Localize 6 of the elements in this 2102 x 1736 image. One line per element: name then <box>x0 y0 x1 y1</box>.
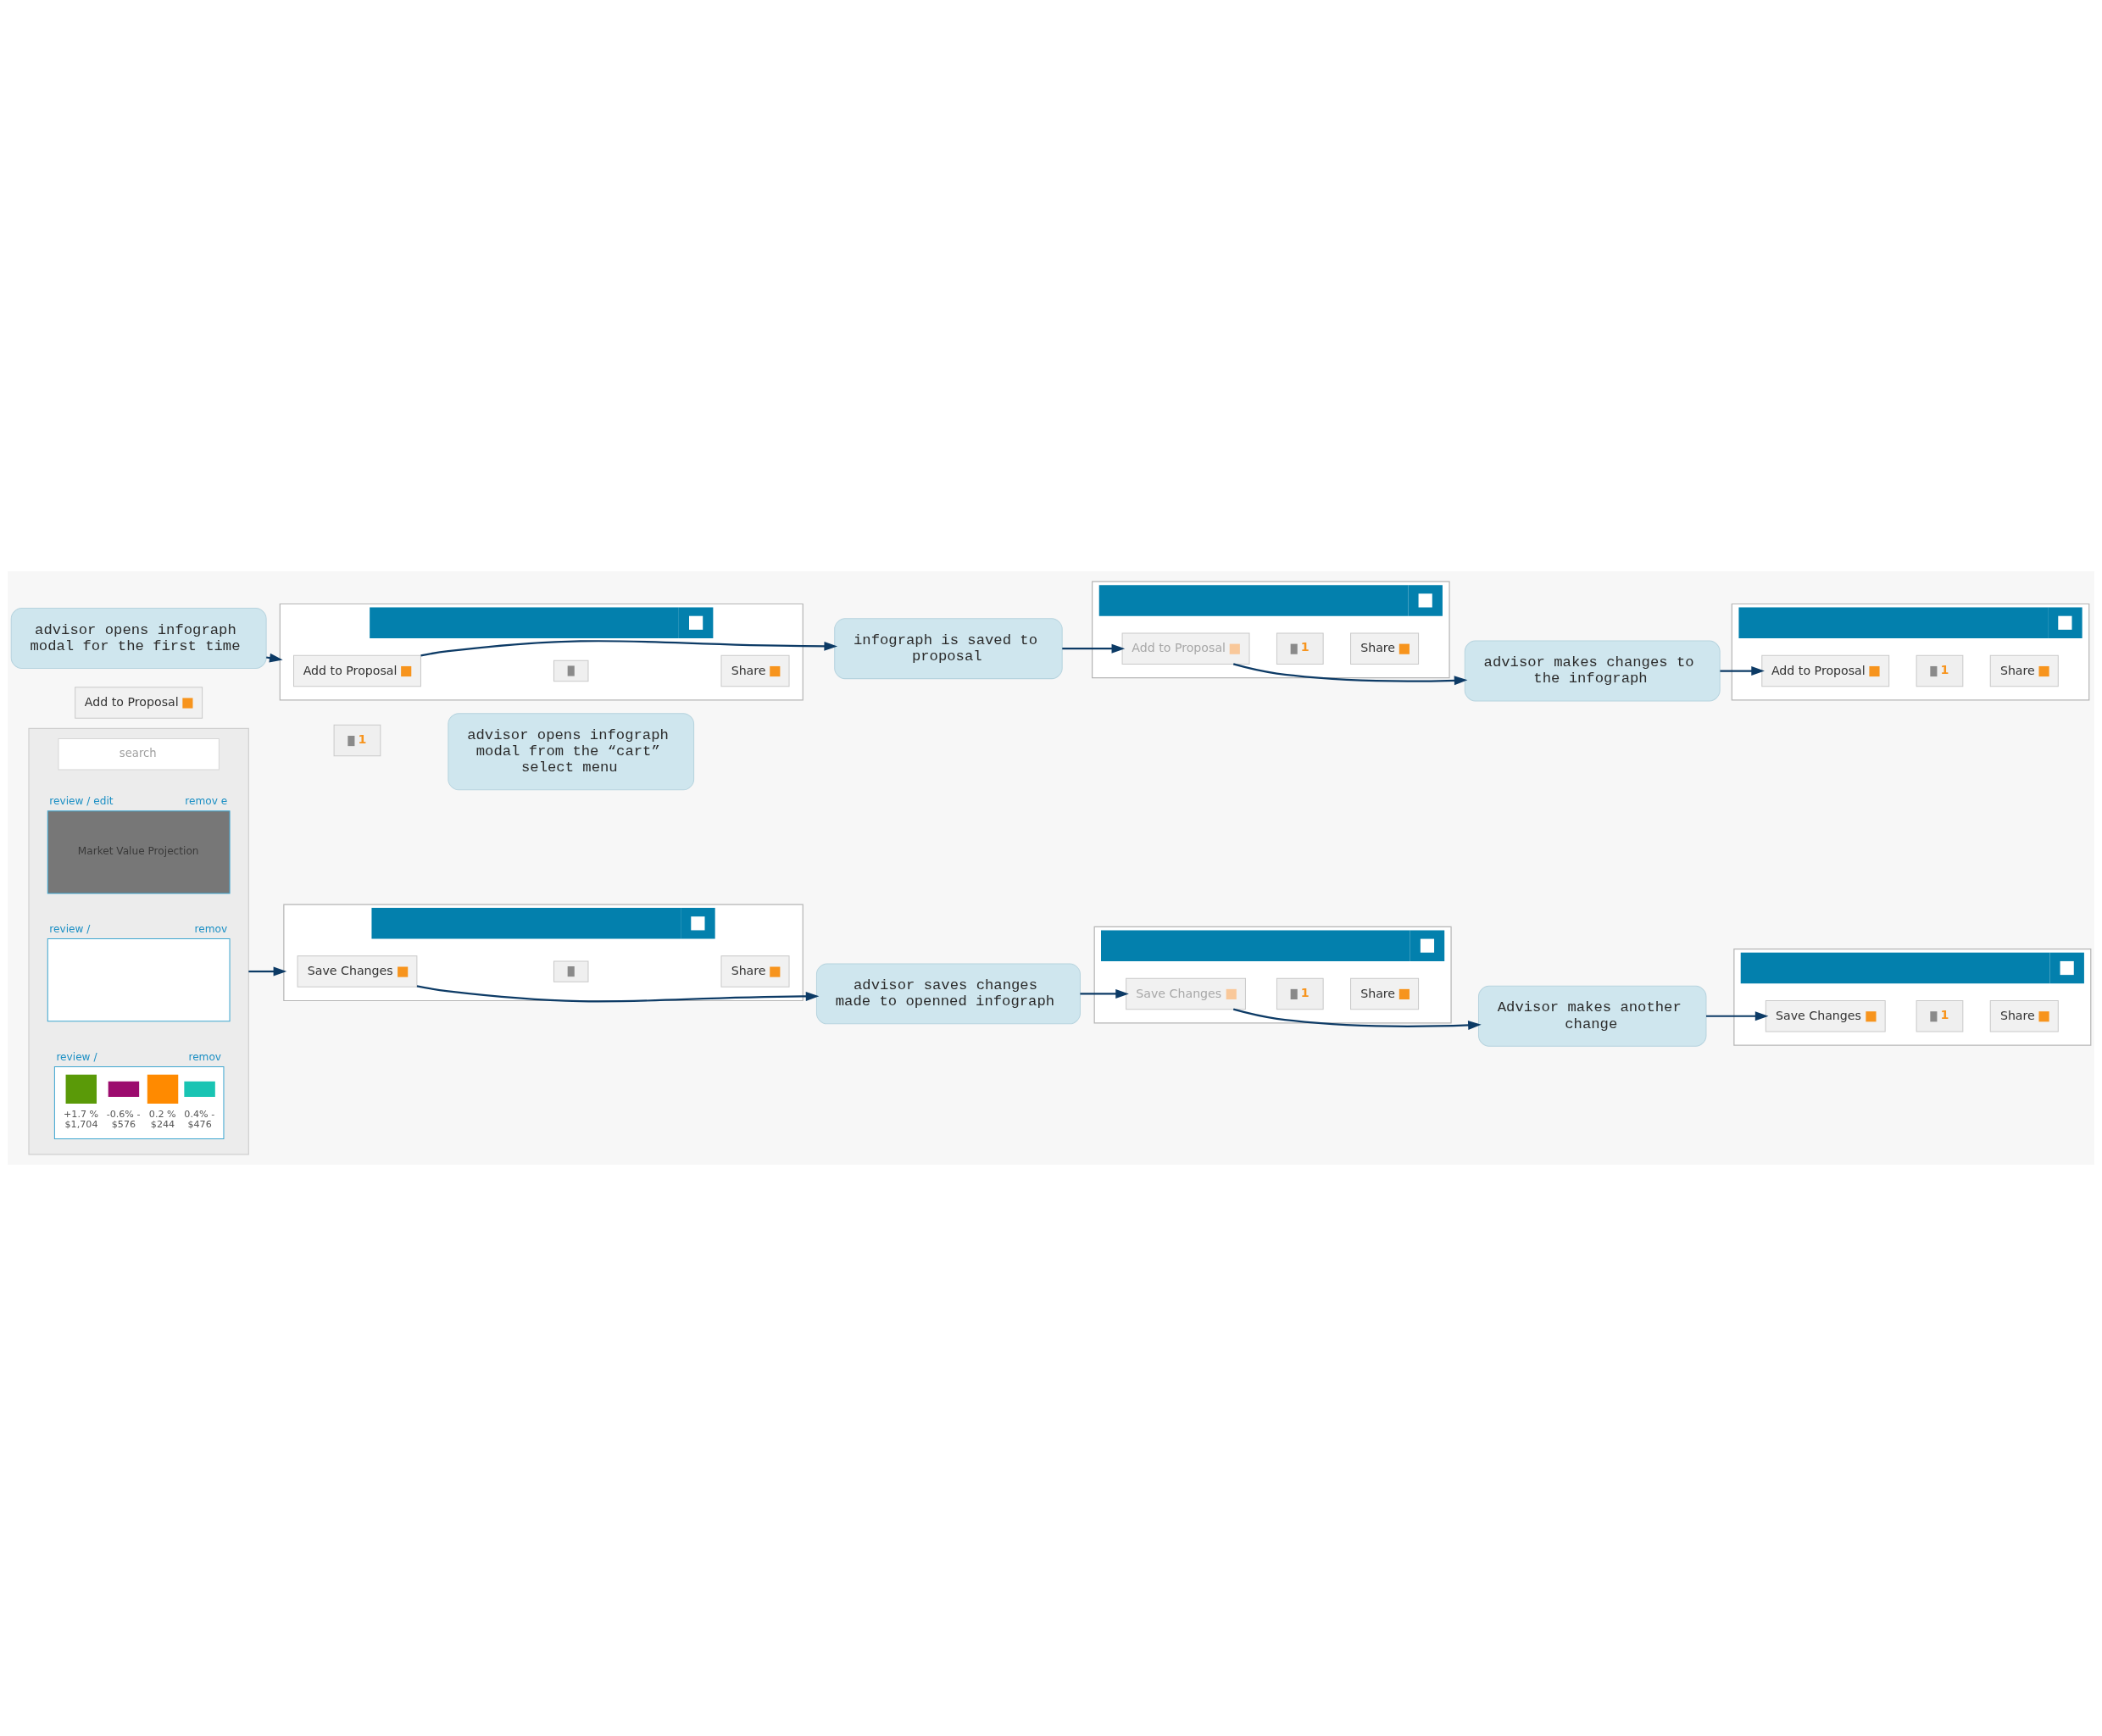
node-label: review / <box>56 1051 97 1064</box>
node-label: review / edit <box>49 795 114 808</box>
node-label: review / <box>49 923 91 936</box>
node-label: remov e <box>185 795 228 808</box>
node-label: remov <box>194 923 228 936</box>
node-label: remov <box>188 1051 222 1064</box>
